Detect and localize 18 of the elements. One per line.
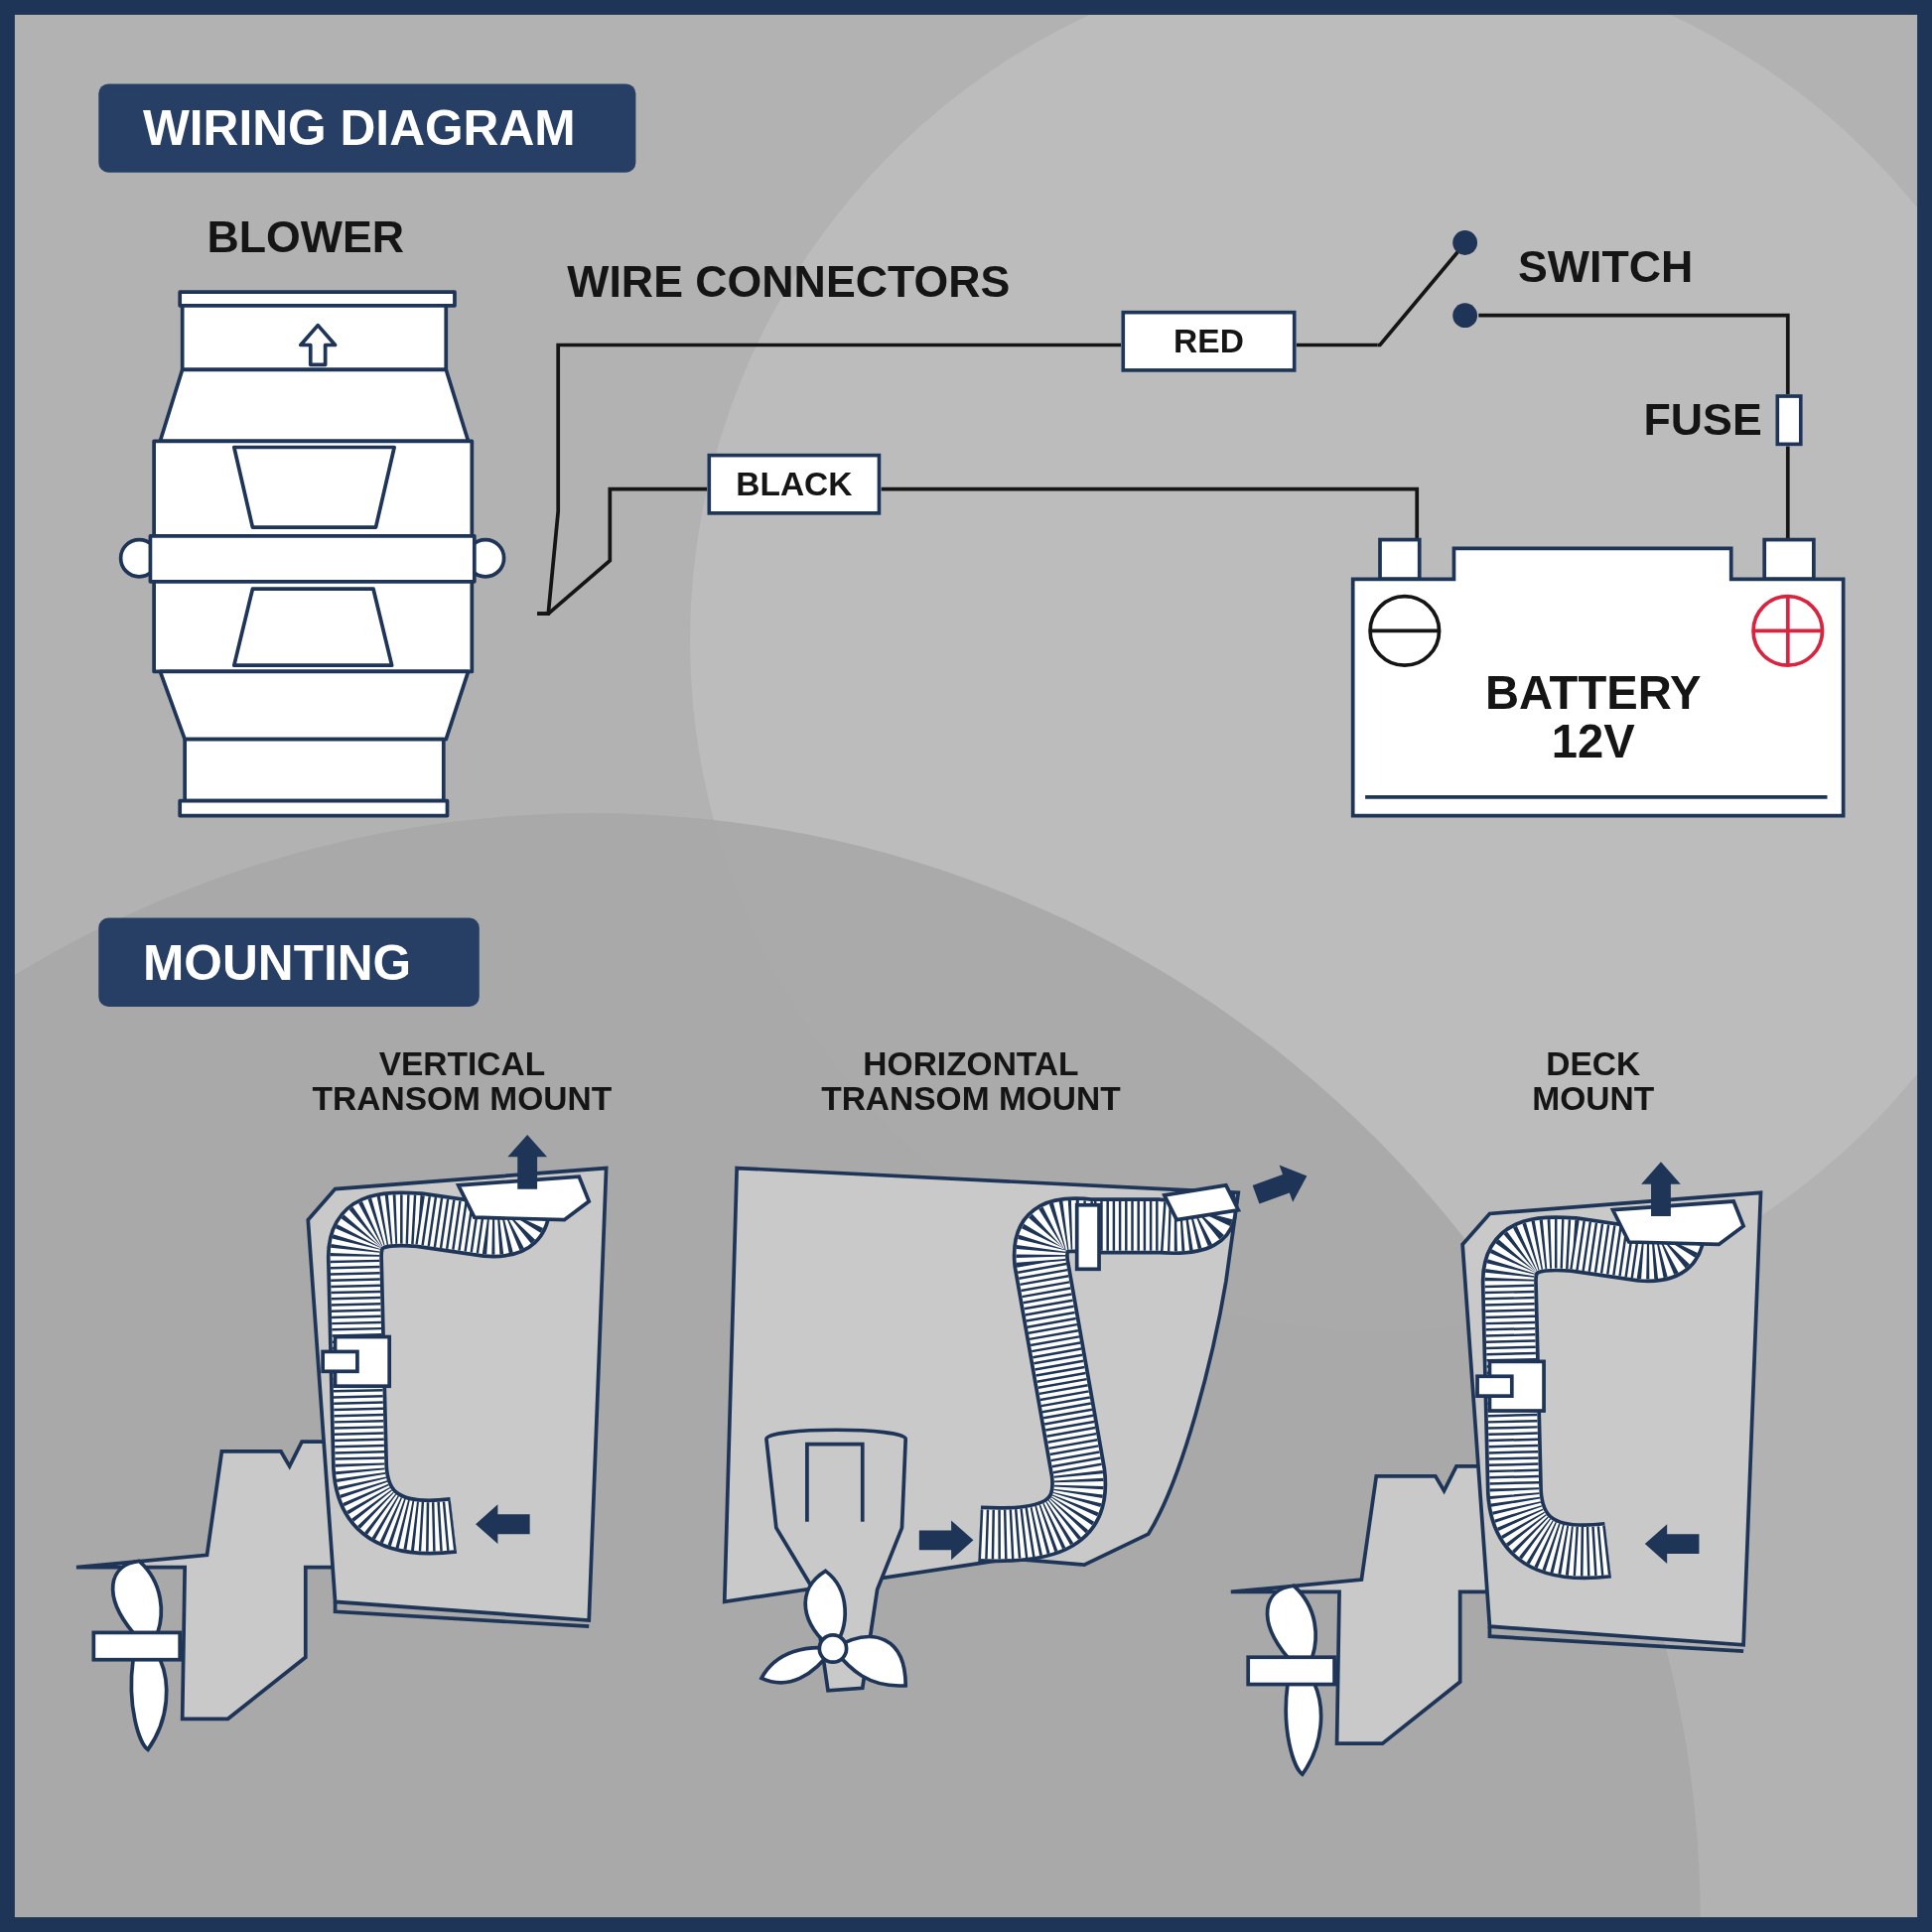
wire bbox=[1296, 343, 1378, 347]
fuse-symbol bbox=[1775, 394, 1803, 447]
section-heading: WIRING DIAGRAM bbox=[98, 83, 636, 173]
wire bbox=[881, 486, 1420, 540]
section-heading: MOUNTING bbox=[98, 917, 480, 1007]
battery-label: BATTERY 12V bbox=[1483, 667, 1703, 766]
wire-connector-box: RED bbox=[1121, 310, 1297, 372]
caption-label: DECK MOUNT bbox=[1531, 1046, 1656, 1117]
wire bbox=[1478, 313, 1790, 395]
caption-label: VERTICAL TRANSOM MOUNT bbox=[311, 1046, 614, 1117]
wire-connector-box: BLACK bbox=[707, 453, 882, 515]
component-label: SWITCH bbox=[1518, 241, 1695, 294]
caption-label: WIRE CONNECTORS bbox=[566, 256, 1012, 309]
component-label: FUSE bbox=[1642, 394, 1762, 447]
wire bbox=[537, 486, 708, 616]
wire bbox=[1785, 446, 1790, 540]
caption-label: HORIZONTAL TRANSOM MOUNT bbox=[820, 1046, 1122, 1117]
component-label: BLOWER bbox=[206, 211, 406, 264]
